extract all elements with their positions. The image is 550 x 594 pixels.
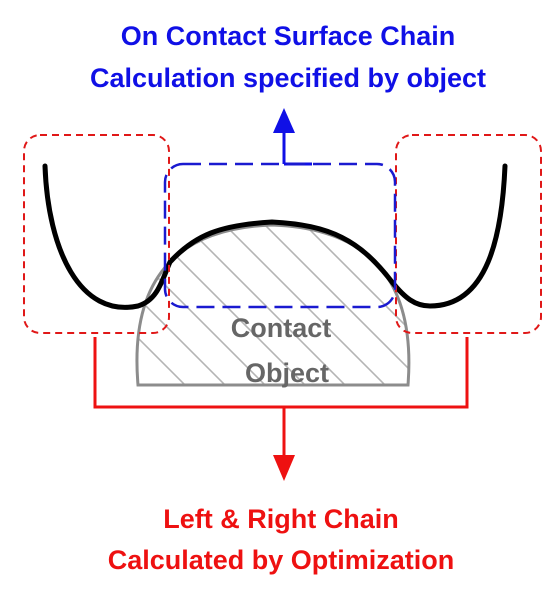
- bottom-label-line2: Calculated by Optimization: [108, 545, 455, 575]
- top-label-line1: On Contact Surface Chain: [121, 21, 456, 51]
- object-label-line2: Object: [245, 358, 329, 388]
- chain-curve: [42, 163, 508, 310]
- bottom-label-line1: Left & Right Chain: [163, 504, 398, 534]
- object-label-line1: Contact: [231, 313, 332, 343]
- top-label-line2: Calculation specified by object: [90, 63, 486, 93]
- right-chain-box: [395, 134, 542, 334]
- up-arrow-icon: [273, 108, 312, 166]
- left-chain-box: [23, 134, 170, 334]
- contact-surface-box: [163, 162, 397, 309]
- down-arrow-icon: [93, 337, 469, 481]
